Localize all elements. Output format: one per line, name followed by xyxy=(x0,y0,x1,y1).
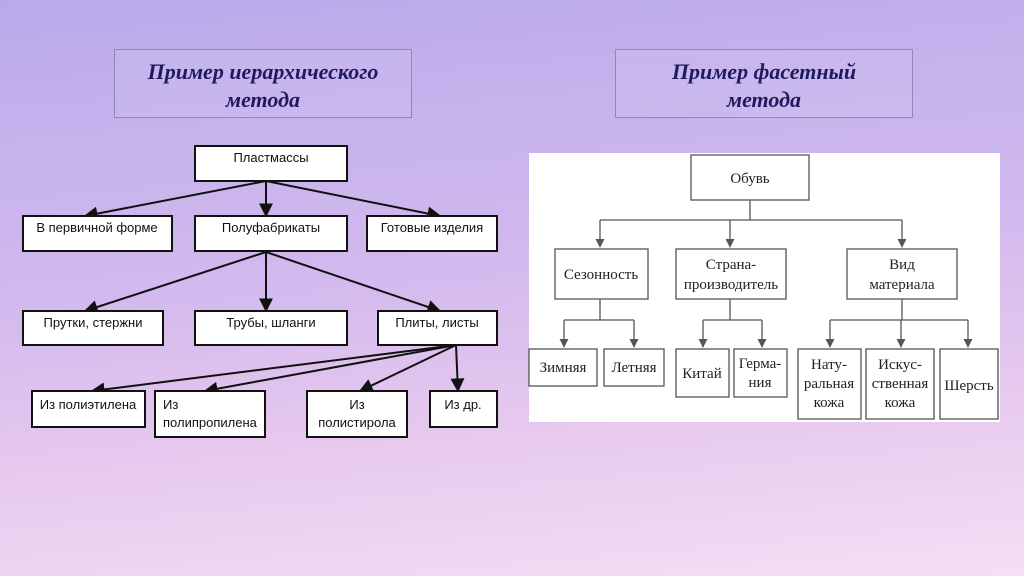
node-label: Из полиэтилена xyxy=(40,397,137,412)
title-line: метода xyxy=(226,87,300,112)
node-label: ральная xyxy=(804,376,854,392)
node-label: Трубы, шланги xyxy=(226,315,315,330)
node-label: Китай xyxy=(682,366,721,382)
connector xyxy=(203,344,457,396)
hierarchy-connectors xyxy=(83,180,465,397)
node-label: ственная xyxy=(872,376,929,392)
facet-node: Страна- производитель xyxy=(675,248,787,300)
connector xyxy=(265,251,442,314)
hierarchy-node: Трубы, шланги xyxy=(194,310,348,346)
node-label: производитель xyxy=(684,277,778,293)
hierarchy-node: Из др. xyxy=(429,390,498,428)
node-label: Из xyxy=(163,397,178,412)
connector xyxy=(450,344,465,393)
connector xyxy=(83,251,267,314)
node-label: Нату- xyxy=(811,357,847,373)
hierarchy-node: Готовые изделия xyxy=(366,215,498,252)
node-label: Плиты, листы xyxy=(395,315,478,330)
hierarchy-node: Плиты, листы xyxy=(377,310,498,346)
node-label: Зимняя xyxy=(540,360,587,376)
connector xyxy=(90,344,457,397)
title-line: Пример фасетный xyxy=(671,59,857,84)
node-label: Из xyxy=(349,397,364,412)
hierarchical-method-title: Пример иерархического метода xyxy=(114,49,412,118)
facet-root-node: Обувь xyxy=(690,154,810,201)
title-line: Пример иерархического xyxy=(147,59,379,84)
hierarchy-node: Из полистирола xyxy=(306,390,408,438)
node-label: полипропилена xyxy=(163,415,258,430)
connector xyxy=(83,180,267,221)
facet-value-node: Шерсть xyxy=(939,348,999,420)
hierarchy-node: Из полиэтилена xyxy=(31,390,146,428)
facet-value-node: Китай xyxy=(675,348,730,398)
node-label: Готовые изделия xyxy=(381,220,483,235)
node-label: Пластмассы xyxy=(233,150,308,165)
facet-value-node: Герма- ния xyxy=(733,348,788,398)
hierarchy-root-node: Пластмассы xyxy=(194,145,348,182)
node-label: полистирола xyxy=(318,415,396,430)
hierarchy-node: Из полипропилена xyxy=(154,390,266,438)
node-label: Сезонность xyxy=(564,267,639,283)
hierarchical-diagram: Пластмассы В первичной форме Полуфабрика… xyxy=(22,145,498,438)
node-label: Искус- xyxy=(878,357,922,373)
hierarchy-node: Полуфабрикаты xyxy=(194,215,348,252)
node-label: кожа xyxy=(814,395,845,411)
facet-diagram: Обувь Сезонность Страна- производитель В… xyxy=(528,153,1000,422)
node-label: Из др. xyxy=(444,397,481,412)
title-line: метода xyxy=(727,87,801,112)
node-label: Вид xyxy=(889,257,915,273)
node-label: Прутки, стержни xyxy=(44,315,143,330)
facet-value-node: Искус- ственная кожа xyxy=(865,348,935,420)
node-label: кожа xyxy=(885,395,916,411)
node-label: материала xyxy=(869,277,935,293)
hierarchy-node: В первичной форме xyxy=(22,215,173,252)
hierarchy-node: Прутки, стержни xyxy=(22,310,164,346)
facet-value-node: Нату- ральная кожа xyxy=(797,348,862,420)
facet-value-node: Летняя xyxy=(603,348,665,387)
facet-node: Сезонность xyxy=(554,248,649,300)
facet-method-title: Пример фасетный метода xyxy=(615,49,913,118)
facet-node: Вид материала xyxy=(846,248,958,300)
node-label: Летняя xyxy=(611,360,656,376)
node-label: ния xyxy=(749,375,772,391)
node-label: Полуфабрикаты xyxy=(222,220,320,235)
connector xyxy=(358,344,457,392)
node-label: Шерсть xyxy=(944,378,994,394)
node-label: Страна- xyxy=(706,257,756,273)
facet-value-node: Зимняя xyxy=(528,348,598,387)
node-label: Обувь xyxy=(730,171,769,187)
connector xyxy=(265,180,442,221)
node-label: Герма- xyxy=(739,356,782,372)
facet-connectors xyxy=(559,200,973,348)
node-label: В первичной форме xyxy=(36,220,157,235)
